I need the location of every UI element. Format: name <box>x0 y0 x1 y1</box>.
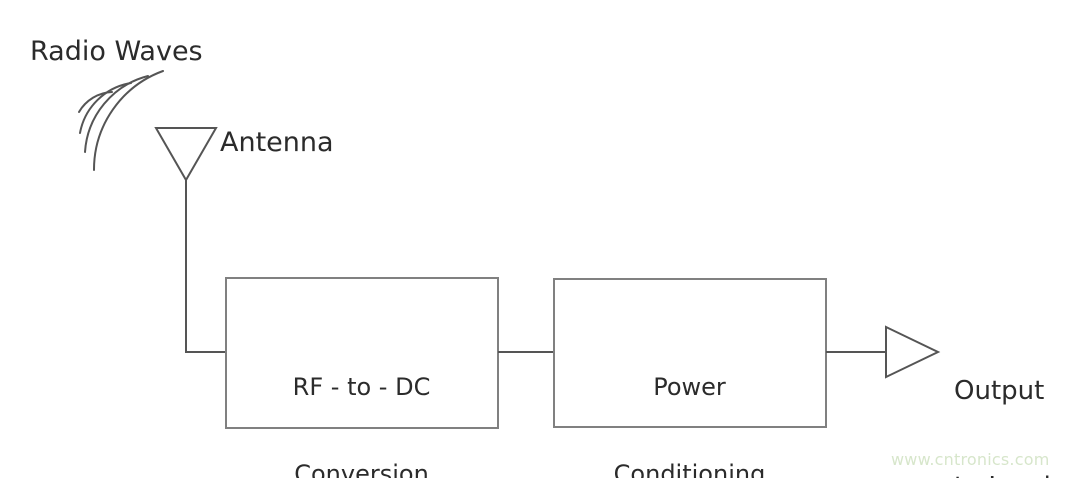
block-rf-to-dc-line2: Conversion <box>294 460 429 478</box>
wave-arc-3 <box>84 75 149 153</box>
label-output-line1: Output <box>954 376 1045 407</box>
watermark-text: www.cntronics.com <box>891 450 1050 469</box>
block-power-conditioning-line2: Conditioning <box>613 460 766 478</box>
block-rf-to-dc-label: RF - to - DC Conversion <box>225 314 498 478</box>
label-radio-waves: Radio Waves <box>30 36 203 67</box>
wave-arc-4 <box>92 70 164 171</box>
label-output-to-load: Output to Load <box>954 313 1051 478</box>
label-antenna: Antenna <box>220 127 334 158</box>
block-rf-to-dc-line1: RF - to - DC <box>292 372 431 401</box>
antenna-triangle-icon <box>154 127 218 183</box>
block-power-conditioning[interactable] <box>553 278 827 428</box>
radio-wave-arcs <box>78 70 164 171</box>
label-output-line2: to Load <box>954 472 1051 478</box>
block-power-conditioning-label: Power Conditioning <box>553 314 826 478</box>
block-rf-to-dc[interactable] <box>225 277 499 429</box>
output-triangle-icon <box>885 325 941 379</box>
block-power-conditioning-line1: Power <box>653 372 726 401</box>
wave-arc-2 <box>79 82 132 134</box>
